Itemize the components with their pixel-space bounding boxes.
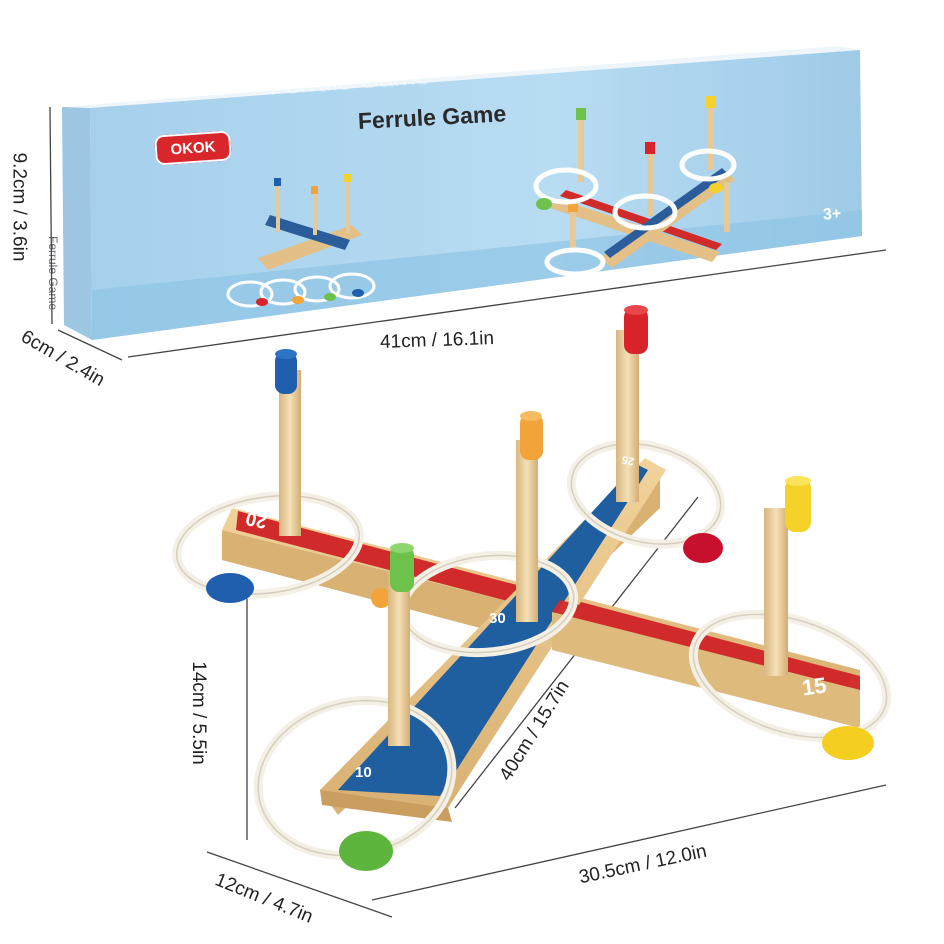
score-30: 30: [489, 610, 506, 627]
game-width-line: [371, 784, 887, 901]
box-height-label: 9.2cm / 3.6in: [8, 152, 30, 262]
peg-orange: [516, 411, 543, 622]
score-20: 20: [243, 507, 269, 532]
box-mini-game-left: [226, 174, 376, 308]
game-height-label: 14cm / 5.5in: [187, 661, 209, 765]
game-depth-line: [206, 851, 393, 918]
peg-green: [388, 543, 414, 746]
box-age-badge: 3+: [822, 205, 842, 224]
score-10: 10: [355, 764, 372, 781]
ring-joint-blue: [206, 573, 254, 603]
ring-joint-orange: [371, 588, 391, 608]
box-front-face: [90, 50, 862, 340]
ring-toss-game: [172, 305, 892, 871]
ring-joint-yellow: [822, 726, 874, 760]
peg-blue: [275, 349, 301, 536]
box-side-text: Ferrule Game: [46, 236, 60, 311]
score-15: 15: [800, 672, 829, 701]
ring-joint-green: [339, 831, 393, 871]
peg-yellow: [764, 476, 811, 676]
box-height-line: [49, 106, 53, 325]
score-25: 25: [620, 452, 636, 468]
box-end-face: [62, 107, 92, 340]
box-game-image-right: [533, 96, 737, 277]
box-brand-logo: OKOK: [154, 130, 232, 166]
box-length-line: [127, 249, 887, 358]
peg-red: [616, 305, 648, 502]
box-top-face: [62, 46, 860, 108]
ring-joint-red: [683, 533, 723, 563]
product-box: Ferrule Game: [62, 46, 862, 340]
box-depth-line: [57, 329, 123, 361]
box-length-label: 41cm / 16.1in: [379, 328, 495, 353]
